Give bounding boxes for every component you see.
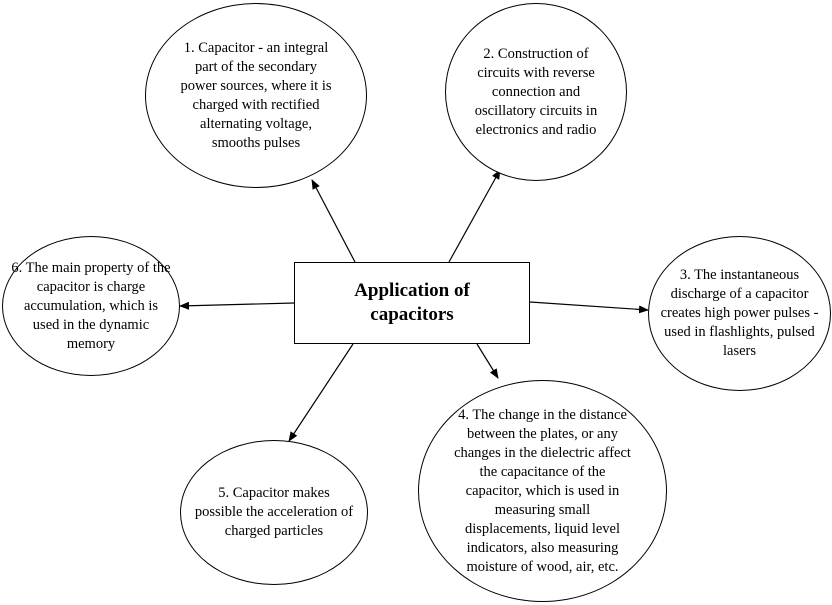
arrow-to-node-6 (179, 301, 295, 310)
node-6-charge-accumulation: 6. The main property of the capacitor is… (2, 236, 180, 376)
node-4-distance-change: 4. The change in the distance between th… (418, 380, 667, 602)
node-6-text: 6. The main property of the capacitor is… (11, 259, 171, 352)
node-1-text: 1. Capacitor - an integral part of the s… (180, 39, 332, 151)
node-3-discharge: 3. The instantaneous discharge of a capa… (648, 236, 831, 391)
node-5-acceleration: 5. Capacitor makes possible the accelera… (180, 440, 368, 585)
arrow-to-node-5 (288, 343, 354, 442)
arrow-to-node-1 (311, 179, 356, 263)
node-2-text: 2. Construction of circuits with reverse… (474, 45, 598, 138)
node-2-circuits: 2. Construction of circuits with reverse… (445, 3, 627, 181)
node-3-text: 3. The instantaneous discharge of a capa… (660, 267, 819, 359)
node-4-text: 4. The change in the distance between th… (454, 406, 631, 575)
node-5-text: 5. Capacitor makes possible the accelera… (194, 485, 354, 539)
arrow-to-node-4 (476, 343, 499, 379)
arrow-to-node-2 (448, 169, 501, 263)
center-box: Application of capacitors (294, 262, 530, 344)
arrow-to-node-3 (529, 301, 649, 314)
center-title: Application of capacitors (354, 280, 470, 325)
node-1-power-sources: 1. Capacitor - an integral part of the s… (145, 3, 367, 188)
